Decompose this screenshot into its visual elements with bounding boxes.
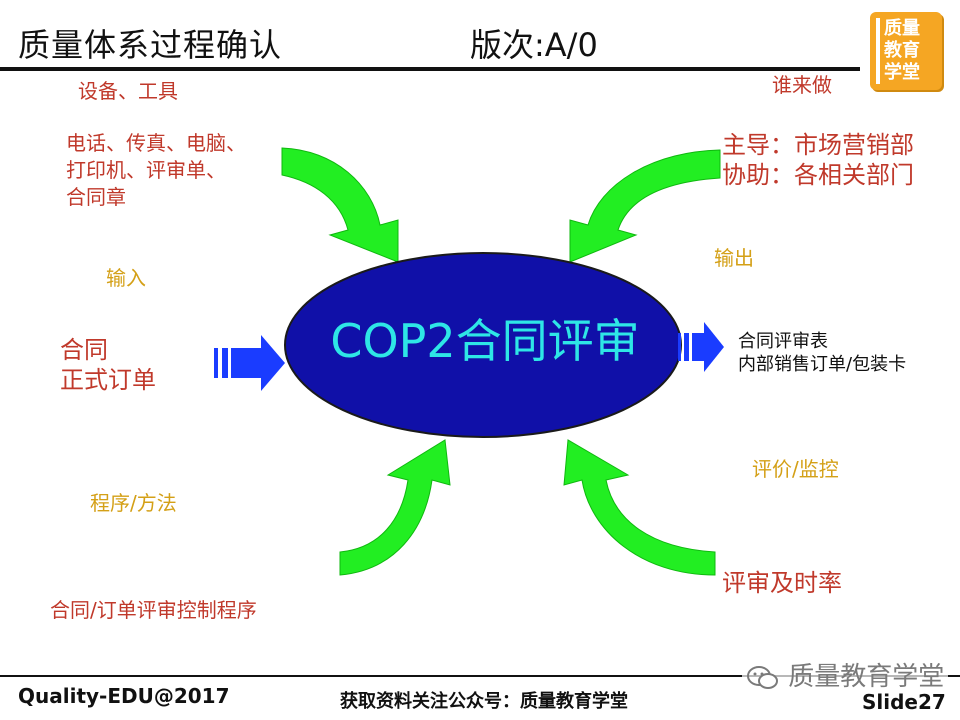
wechat-icon xyxy=(747,665,778,689)
footer-copyright: Quality-EDU@2017 xyxy=(18,684,230,708)
footer-notice: 获取资料关注公众号：质量教育学堂 xyxy=(340,691,628,712)
equipment-item: 电话、传真、电脑、 xyxy=(66,131,246,155)
method-heading: 程序/方法 xyxy=(90,491,177,515)
input-item: 合同 xyxy=(60,336,108,364)
monitor-heading: 评价/监控 xyxy=(752,457,839,481)
input-list: 合同 正式订单 xyxy=(60,335,156,395)
output-list: 合同评审表 内部销售订单/包装卡 xyxy=(738,330,906,376)
who-list: 主导：市场营销部 协助：各相关部门 xyxy=(722,130,914,190)
input-arrow-icon xyxy=(214,335,285,391)
equipment-item: 打印机、评审单、 xyxy=(66,158,226,182)
output-arrow-icon xyxy=(678,322,724,372)
arrow-who-icon xyxy=(569,149,721,263)
slide-number: Slide27 xyxy=(862,690,946,714)
brand-logo: 质量 教育 学堂 xyxy=(870,12,942,90)
input-heading: 输入 xyxy=(106,266,146,290)
input-item: 正式订单 xyxy=(60,366,156,394)
logo-line: 教育 xyxy=(884,40,920,61)
output-heading: 输出 xyxy=(714,246,754,270)
version-label: 版次:A/0 xyxy=(470,26,598,64)
who-item: 主导：市场营销部 xyxy=(722,131,914,159)
method-item: 合同/订单评审控制程序 xyxy=(50,598,257,622)
arrow-equipment-icon xyxy=(281,147,399,263)
logo-line: 质量 xyxy=(884,18,920,39)
output-item: 合同评审表 xyxy=(738,331,828,352)
page-title: 质量体系过程确认 xyxy=(18,26,283,64)
process-title: COP2合同评审 xyxy=(330,314,640,368)
watermark-text: 质量教育学堂 xyxy=(788,662,945,692)
arrow-method-icon xyxy=(339,439,451,576)
footer-divider xyxy=(0,675,960,677)
who-item: 协助：各相关部门 xyxy=(722,161,914,189)
monitor-item: 评审及时率 xyxy=(722,569,842,597)
header-divider xyxy=(0,67,860,71)
who-heading: 谁来做 xyxy=(772,73,832,97)
equipment-item: 合同章 xyxy=(66,185,126,209)
logo-line: 学堂 xyxy=(884,62,920,83)
output-item: 内部销售订单/包装卡 xyxy=(738,354,907,375)
watermark: 质量教育学堂 xyxy=(742,656,949,693)
equipment-list: 电话、传真、电脑、 打印机、评审单、 合同章 xyxy=(66,130,246,211)
arrow-monitor-icon xyxy=(563,439,716,576)
equipment-heading: 设备、工具 xyxy=(78,79,178,103)
